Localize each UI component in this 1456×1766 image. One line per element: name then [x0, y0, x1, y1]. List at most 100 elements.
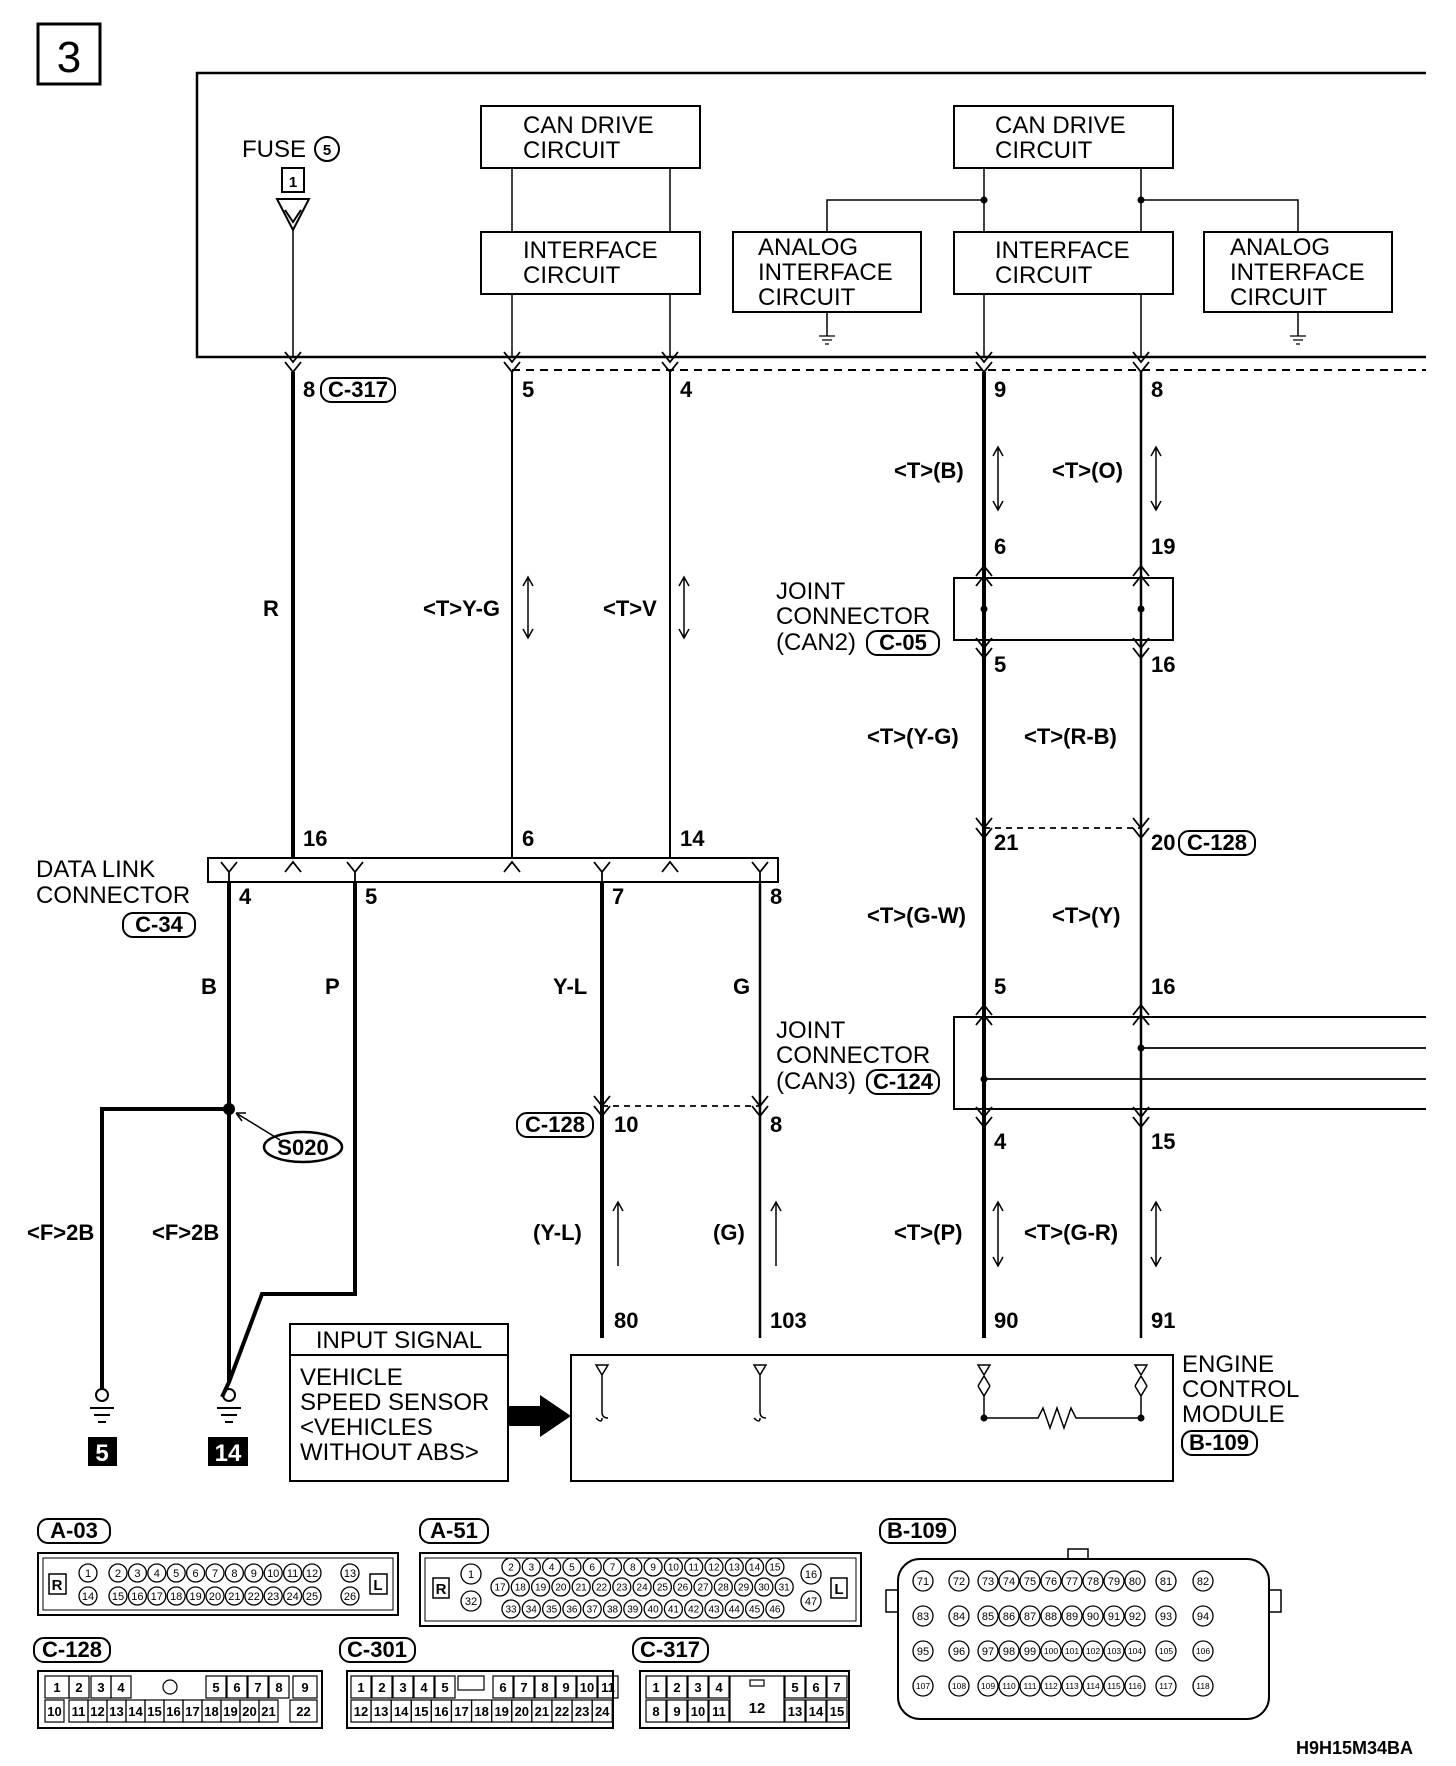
c128-pin-2-label: 2: [75, 1680, 82, 1695]
b109-pin-109: [977, 1675, 999, 1697]
wire-b-branch: [100, 1107, 229, 1390]
conn-c128-left-label: C-128: [516, 1112, 594, 1138]
c128-pin-4-label: 4: [117, 1680, 125, 1695]
a03-pin-8-label: 8: [231, 1568, 237, 1580]
ground-5-symbol: [90, 1388, 114, 1423]
jc2-pin-marks: [975, 564, 1150, 660]
svg-text:L: L: [373, 1577, 382, 1594]
b109-pin-73-label: 73: [982, 1576, 994, 1588]
c128-pin-14-label: 14: [128, 1704, 143, 1719]
c128-pin-11-label: 11: [72, 1704, 86, 1719]
b109-pin-105: [1155, 1640, 1177, 1662]
a51-pin-22-label: 22: [596, 1583, 608, 1594]
c128-pin-13-label: 13: [109, 1704, 123, 1719]
fuse-label: FUSE: [242, 136, 306, 163]
page-number: 3: [57, 33, 81, 82]
pin-jc3-in-1: 5: [994, 974, 1006, 999]
wire-label-f2b-1: <F>2B: [27, 1220, 94, 1245]
b109-pin-95: [912, 1640, 934, 1662]
c317-pin-2: [666, 1675, 688, 1699]
c301-pin-7-label: 7: [520, 1680, 527, 1695]
ground-5-label: 5: [95, 1440, 108, 1467]
c301-pin-1: [350, 1675, 372, 1699]
pin-top-1: 8: [303, 377, 315, 402]
svg-text:C-301: C-301: [347, 1637, 407, 1662]
pin-jc3-out-1: 4: [994, 1129, 1007, 1154]
b109-pin-113: [1061, 1675, 1083, 1697]
c128-pin-6: [226, 1675, 248, 1699]
can2-node-1: [980, 196, 988, 204]
b109-pin-85-label: 85: [982, 1611, 994, 1623]
fuse-symbol: [275, 198, 311, 233]
c128-pin-5-label: 5: [212, 1680, 219, 1695]
c128-pin-6-label: 6: [233, 1680, 240, 1695]
b109-pin-74-label: 74: [1003, 1576, 1015, 1588]
a51-pin-45-label: 45: [749, 1605, 761, 1616]
fuse-box-no-frame: [281, 167, 305, 193]
up-arrow-1: [612, 1200, 624, 1266]
ecm-node-1: [980, 1414, 988, 1422]
a51-pin-47-label: 47: [805, 1596, 817, 1608]
c317-pin-center-label: 12: [749, 1700, 766, 1717]
c317-pin-10: [687, 1699, 709, 1723]
a51-pin-22: [591, 1577, 612, 1597]
b109-pin-82: [1192, 1570, 1214, 1592]
page-number-box: [36, 22, 102, 86]
a03-pin-13: [340, 1563, 360, 1583]
pin-jc2-in-2: 19: [1151, 534, 1175, 559]
c317-pin-2-label: 2: [673, 1680, 680, 1695]
c301-pin-3-label: 3: [399, 1680, 406, 1695]
c301-pin-12-label: 12: [354, 1704, 368, 1719]
svg-text:A-51: A-51: [430, 1518, 478, 1543]
wire-label-tyg-can: <T>(Y-G): [867, 724, 959, 749]
a51-pin-31: [774, 1577, 794, 1597]
pin-top-4: 9: [994, 377, 1006, 402]
a51-pin-33-label: 33: [505, 1605, 517, 1616]
pin-jc3-in-2: 16: [1151, 974, 1175, 999]
wire-label-tb-can: <T>(B): [894, 458, 964, 483]
wire-b: [220, 882, 231, 1398]
a51-pin-32-label: 32: [465, 1596, 477, 1608]
a51-pin-19: [530, 1577, 551, 1597]
c301-pin-11: [597, 1675, 619, 1699]
pin-ecm-4: 91: [1151, 1308, 1175, 1333]
a51-pin-13-label: 13: [729, 1563, 741, 1574]
a03-pin-19: [185, 1586, 206, 1606]
c301-pin-22-label: 22: [555, 1704, 569, 1719]
a51-pin-35-label: 35: [546, 1605, 558, 1616]
wire-label-yl: Y-L: [553, 974, 587, 999]
a51-pin-25-label: 25: [657, 1583, 669, 1594]
c317-pin-13-label: 13: [788, 1704, 802, 1719]
a03-pin-24: [282, 1586, 303, 1606]
a51-pin-44: [724, 1599, 744, 1619]
a03-pin-7-label: 7: [212, 1568, 218, 1580]
a51-pin-26-label: 26: [677, 1583, 689, 1594]
pin-dlc-top-3: 14: [680, 826, 705, 851]
c317-pin-5-label: 5: [791, 1680, 798, 1695]
a03-pin-15: [108, 1586, 128, 1606]
a51-pin-16-label: 16: [805, 1569, 817, 1581]
a51-pin-24-label: 24: [637, 1583, 649, 1594]
diagram-code: H9H15M34BA: [1296, 1738, 1413, 1758]
a51-pin-18: [510, 1577, 530, 1597]
a51-pin-30: [754, 1577, 774, 1597]
svg-text:C-128: C-128: [525, 1112, 585, 1137]
c317-pin-3: [687, 1675, 709, 1699]
b109-pin-97: [977, 1640, 999, 1662]
b109-pin-105-label: 105: [1159, 1646, 1173, 1656]
a51-pin-14: [744, 1557, 765, 1577]
c128-pin-10-label: 10: [47, 1704, 61, 1719]
a51-pin-34-label: 34: [526, 1605, 538, 1616]
a03-pin-12-label: 12: [306, 1568, 318, 1580]
c301-pin-24-label: 24: [595, 1704, 610, 1719]
a51-pin-34: [521, 1599, 541, 1619]
c301-pin-19-label: 19: [494, 1704, 508, 1719]
a51-pin-12: [704, 1557, 724, 1577]
b109-pin-97-label: 97: [982, 1646, 994, 1658]
